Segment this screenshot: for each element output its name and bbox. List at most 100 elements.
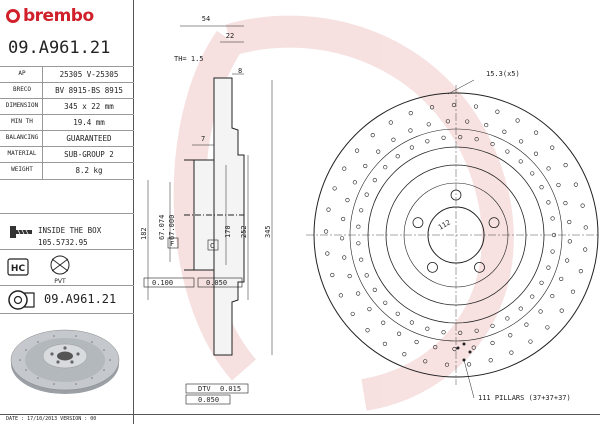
drill-hole	[445, 119, 450, 124]
drill-hole	[573, 182, 578, 187]
drill-hole	[495, 109, 500, 114]
spec-row-ap: AP 25305 V-25305	[0, 66, 134, 83]
drill-hole	[347, 273, 352, 279]
drilled-holes	[323, 102, 588, 367]
runout-value: 0.050	[198, 396, 219, 404]
drill-hole	[326, 207, 331, 212]
drill-hole	[342, 255, 347, 260]
drill-hole	[356, 291, 361, 296]
drill-hole	[559, 308, 564, 313]
drill-hole	[567, 219, 572, 225]
screw-icon	[10, 226, 32, 238]
inside-the-box: INSIDE THE BOX 105.5732.95	[0, 213, 134, 250]
part-number-bottom: 09.A961.21	[44, 292, 117, 306]
drill-hole	[372, 287, 377, 292]
dim-flange: 7	[201, 135, 205, 143]
spec-value: 8.2 kg	[75, 166, 103, 175]
dim-d182: 182	[140, 227, 148, 240]
drill-hole	[408, 111, 413, 116]
drill-hole	[409, 145, 414, 150]
disc-symbol-icon	[8, 290, 35, 310]
drill-hole	[539, 185, 544, 190]
drill-hole	[395, 154, 400, 159]
drill-hole	[381, 320, 386, 325]
drill-hole	[550, 145, 555, 150]
spec-value: BV 8915-BS 8915	[55, 86, 123, 95]
drill-hole	[515, 118, 520, 123]
drill-hole	[518, 159, 523, 164]
dim-bolt-holes: 15.3(x5)	[486, 70, 520, 78]
spec-value: 25305 V-25305	[59, 70, 119, 79]
spec-panel: brembo 09.A961.21 AP 25305 V-25305 BRECO…	[0, 0, 134, 424]
drill-hole	[332, 186, 337, 191]
dim-d67074: 67.074	[158, 215, 166, 240]
spec-row-material: MATERIAL SUB-GROUP 2	[0, 146, 134, 163]
drill-hole	[391, 137, 396, 142]
drill-hole	[583, 225, 588, 230]
drill-hole	[465, 119, 470, 124]
drill-hole	[505, 149, 510, 154]
drill-hole	[414, 339, 419, 345]
drill-hole	[376, 149, 381, 154]
drill-hole	[408, 128, 413, 133]
datum-c: C	[207, 239, 219, 251]
drill-hole	[471, 345, 476, 350]
drill-hole	[383, 165, 388, 170]
drill-hole	[388, 120, 393, 125]
drill-hole	[580, 203, 585, 208]
badge-icons: HC PVT	[7, 255, 70, 285]
drill-hole	[563, 163, 568, 168]
drill-hole	[354, 148, 360, 153]
drill-hole	[451, 102, 457, 108]
drill-hole	[363, 163, 368, 169]
brand-name: brembo	[23, 6, 94, 26]
spec-label: MIN TH	[11, 118, 33, 125]
drill-hole	[364, 192, 369, 197]
drill-hole	[356, 241, 361, 246]
drill-hole	[426, 122, 431, 127]
drill-hole	[530, 171, 535, 176]
footer: DATE : 17/10/2013 VERSION : 00	[0, 414, 600, 424]
drill-hole	[546, 265, 551, 270]
drill-hole	[509, 350, 514, 355]
drill-hole	[325, 251, 330, 256]
drill-hole	[425, 139, 430, 144]
drill-hole	[402, 352, 407, 357]
drill-hole	[359, 208, 364, 213]
drill-hole	[367, 307, 372, 312]
drill-hole	[551, 232, 557, 238]
drill-hole	[530, 294, 535, 299]
drill-hole	[508, 333, 513, 338]
dim-pcd: 112	[437, 218, 452, 231]
drill-hole	[559, 276, 564, 282]
spec-row-min-th: MIN TH 19.4 mm	[0, 114, 134, 131]
bolt-hole	[427, 261, 438, 273]
drill-hole	[382, 341, 387, 346]
badge-row: HC PVT	[0, 249, 134, 286]
drill-hole	[550, 216, 555, 221]
drill-hole	[583, 247, 588, 252]
spec-value: GUARANTEED	[66, 134, 112, 143]
drill-hole	[528, 339, 533, 344]
bolt-hole	[474, 261, 485, 273]
drill-hole	[425, 326, 430, 331]
drill-hole	[490, 141, 495, 147]
drill-hole	[350, 311, 355, 317]
disc-photo	[0, 313, 134, 412]
drill-hole	[396, 331, 402, 336]
drill-hole	[474, 328, 479, 333]
drill-hole	[533, 130, 539, 135]
drill-hole	[474, 137, 479, 142]
spec-value: 19.4 mm	[73, 118, 105, 127]
inside-box-label: INSIDE THE BOX	[38, 226, 102, 235]
drill-hole	[546, 166, 551, 171]
tolerance-flatness: 0.100	[143, 277, 195, 288]
disc-cross-section	[184, 77, 245, 356]
drill-hole	[383, 300, 388, 305]
drill-hole	[359, 257, 364, 262]
drill-hole	[546, 200, 551, 205]
drill-hole	[458, 134, 463, 140]
drill-hole	[570, 289, 576, 294]
drill-hole	[518, 139, 524, 144]
drill-hole	[341, 216, 346, 222]
